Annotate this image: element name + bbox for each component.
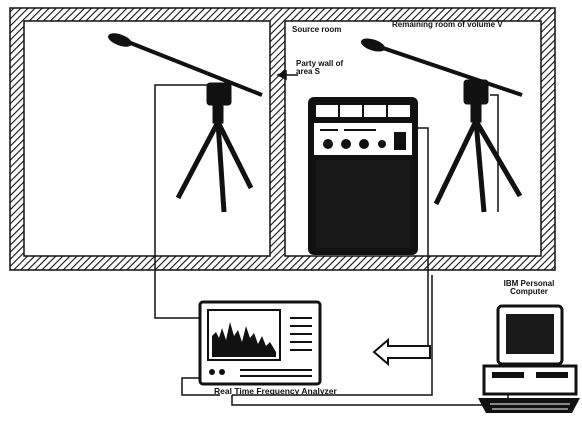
computer-label: IBM Personal Computer — [503, 279, 555, 297]
right-microphone-stand — [360, 38, 523, 213]
remaining-room-label: Remaining room of volume V — [392, 20, 503, 29]
source-room-label: Source room — [292, 25, 342, 34]
signal-arrow — [372, 337, 431, 367]
party-wall-label: Party wall of area S — [296, 59, 344, 77]
noise-source-speaker — [308, 97, 418, 255]
frequency-analyzer — [198, 300, 322, 386]
left-microphone-stand — [108, 33, 263, 213]
analyzer-label: Real Time Frequency Analyzer — [214, 386, 337, 396]
personal-computer — [478, 304, 580, 413]
party-wall-pointer — [276, 69, 298, 81]
building-walls — [9, 7, 556, 271]
